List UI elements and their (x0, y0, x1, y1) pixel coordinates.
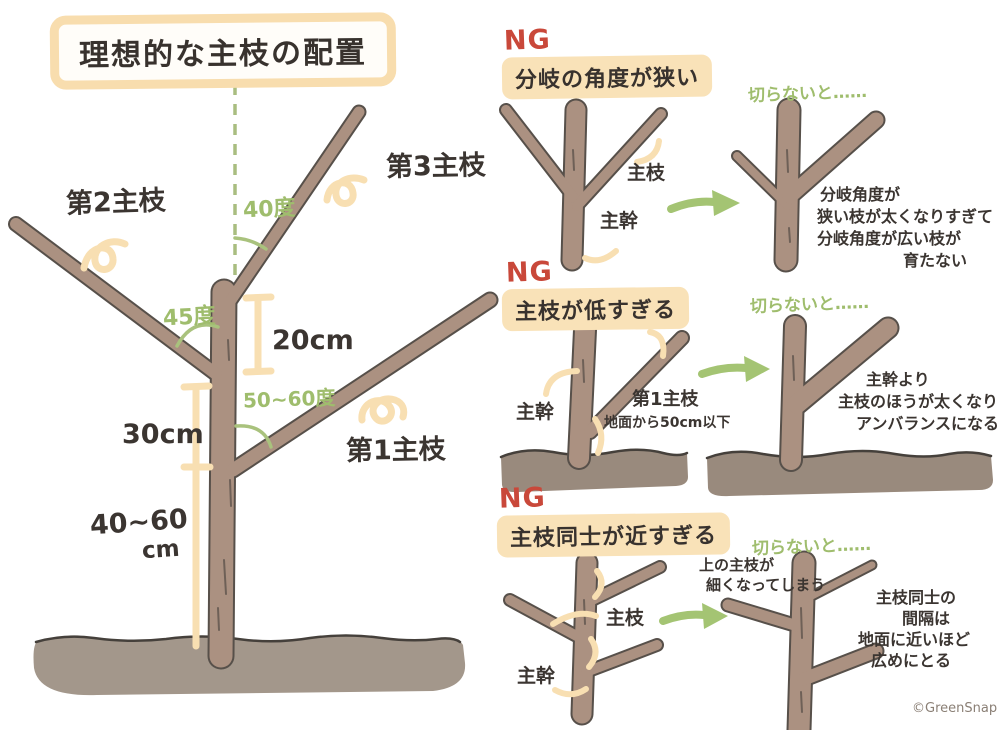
tree-ng3-right (720, 550, 885, 730)
arrow-ng1 (667, 190, 740, 216)
ng3-result-line2: 地面に近いほど (858, 630, 971, 649)
tree-main (8, 104, 499, 670)
measure-label-30cm: 30cm (122, 419, 204, 450)
ng3-note-line0: 上の主枝が (699, 556, 775, 574)
tree-ng2-right (779, 314, 900, 472)
ng1-heading: 分岐の角度が狭い (501, 54, 713, 100)
ng3-heading: 主枝同士が近すぎる (496, 512, 731, 558)
ground-main (33, 634, 466, 696)
cream-pointer-arcs (543, 138, 667, 698)
ng2-label-branch: 第1主枝 (632, 389, 699, 410)
curl-mark-branch1 (358, 395, 408, 425)
angle-label-50-60: 50~60度 (242, 385, 336, 413)
measure-bar-20cm (242, 293, 275, 376)
credit-text: ©GreenSnap (912, 701, 998, 716)
ng3-label-branch: 主枝 (606, 607, 645, 629)
arrow-ng2 (698, 356, 770, 382)
ng2-heading: 主枝が低すぎる (501, 286, 690, 332)
ng3-result-line1: 間隔は (902, 609, 951, 628)
ng3-result-line3: 広めにとる (871, 651, 952, 670)
ng2-label-trunk: 主幹 (516, 401, 555, 423)
ng1-label-trunk: 主幹 (600, 210, 639, 232)
ng3-note-line1: 細くなってしまう (706, 576, 826, 594)
tree-ng1-right (731, 97, 886, 273)
ng2-result-line1: 主枝のほうが太くなり (838, 392, 999, 411)
angle-arc-45 (175, 323, 220, 348)
ng1-result-line0: 分岐角度が (820, 185, 901, 204)
curl-mark-branch3 (323, 174, 368, 207)
ng1-result-line1: 狭い枝が太くなりすぎて (817, 207, 994, 226)
ng3-result-line0: 主枝同士の (876, 588, 957, 607)
angle-label-40: 40度 (242, 195, 297, 224)
ng1-result-line2: 分岐角度が広い枝が (817, 229, 962, 248)
angle-label-45: 45度 (162, 303, 217, 332)
ground-ng2-left (499, 448, 689, 493)
measure-bar-30cm-4060cm (180, 382, 214, 650)
ng1-result-line3: 育たない (903, 251, 968, 270)
label-branch2: 第2主枝 (65, 185, 167, 220)
bark-marks (217, 339, 232, 631)
measure-label-20cm: 20cm (272, 325, 354, 356)
tree-ng1-left (499, 98, 668, 272)
ground-ng2-right (705, 449, 993, 497)
label-branch1: 第1主枝 (345, 434, 447, 467)
ng1-tag: NG (503, 24, 552, 57)
angle-arc-50-60 (234, 424, 273, 449)
arrow-ng3 (659, 603, 728, 629)
ng2-result-line0: 主幹より (866, 370, 930, 389)
page-title: 理想的な主枝の配置 (49, 12, 397, 90)
measure-label-cm: cm (141, 535, 181, 565)
label-branch3: 第3主枝 (385, 150, 487, 183)
ng2-result-line2: アンバランスになる (856, 414, 1000, 433)
ng2-tag: NG (505, 256, 554, 289)
tree-ng2-left (567, 318, 690, 470)
ng3-label-trunk: 主幹 (517, 665, 556, 687)
ng2-label-height: 地面から50cm以下 (604, 415, 731, 431)
ng3-tag: NG (498, 482, 547, 515)
ng1-label-branch: 主枝 (627, 162, 666, 184)
curl-mark-branch2 (80, 238, 129, 273)
angle-arc-40 (233, 236, 268, 251)
